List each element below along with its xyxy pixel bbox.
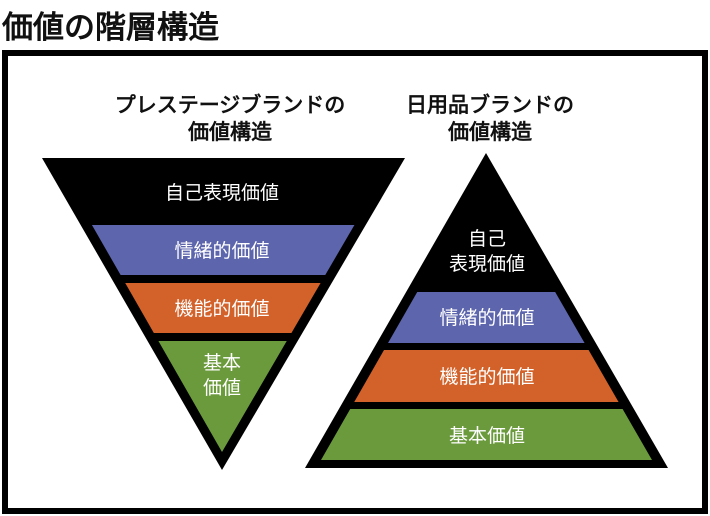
commodity-heading-line1: 日用品ブランドの bbox=[406, 93, 574, 117]
commodity-heading-line2: 価値構造 bbox=[448, 120, 532, 144]
prestige-label-basic-2: 価値 bbox=[203, 377, 241, 399]
commodity-label-functional: 機能的価値 bbox=[439, 366, 534, 388]
commodity-label-emotional: 情緒的価値 bbox=[439, 307, 534, 329]
prestige-label-self-expression: 自己表現価値 bbox=[165, 182, 279, 204]
commodity-layer-basic bbox=[321, 409, 652, 460]
prestige-label-basic-1: 基本 bbox=[203, 352, 241, 374]
prestige-heading-line2: 価値構造 bbox=[188, 120, 272, 144]
page-title: 価値の階層構造 bbox=[2, 10, 219, 46]
prestige-heading-line1: プレステージブランドの bbox=[114, 93, 346, 117]
diagram-frame bbox=[2, 50, 708, 514]
commodity-label-basic: 基本価値 bbox=[449, 425, 525, 447]
commodity-label-self-expression-1: 自己 bbox=[468, 228, 506, 250]
commodity-heading: 日用品ブランドの 価値構造 bbox=[370, 92, 610, 146]
prestige-heading: プレステージブランドの 価値構造 bbox=[60, 92, 400, 146]
commodity-label-self-expression-2: 表現価値 bbox=[449, 253, 525, 275]
prestige-label-functional: 機能的価値 bbox=[174, 298, 269, 320]
prestige-label-emotional: 情緒的価値 bbox=[174, 240, 269, 262]
